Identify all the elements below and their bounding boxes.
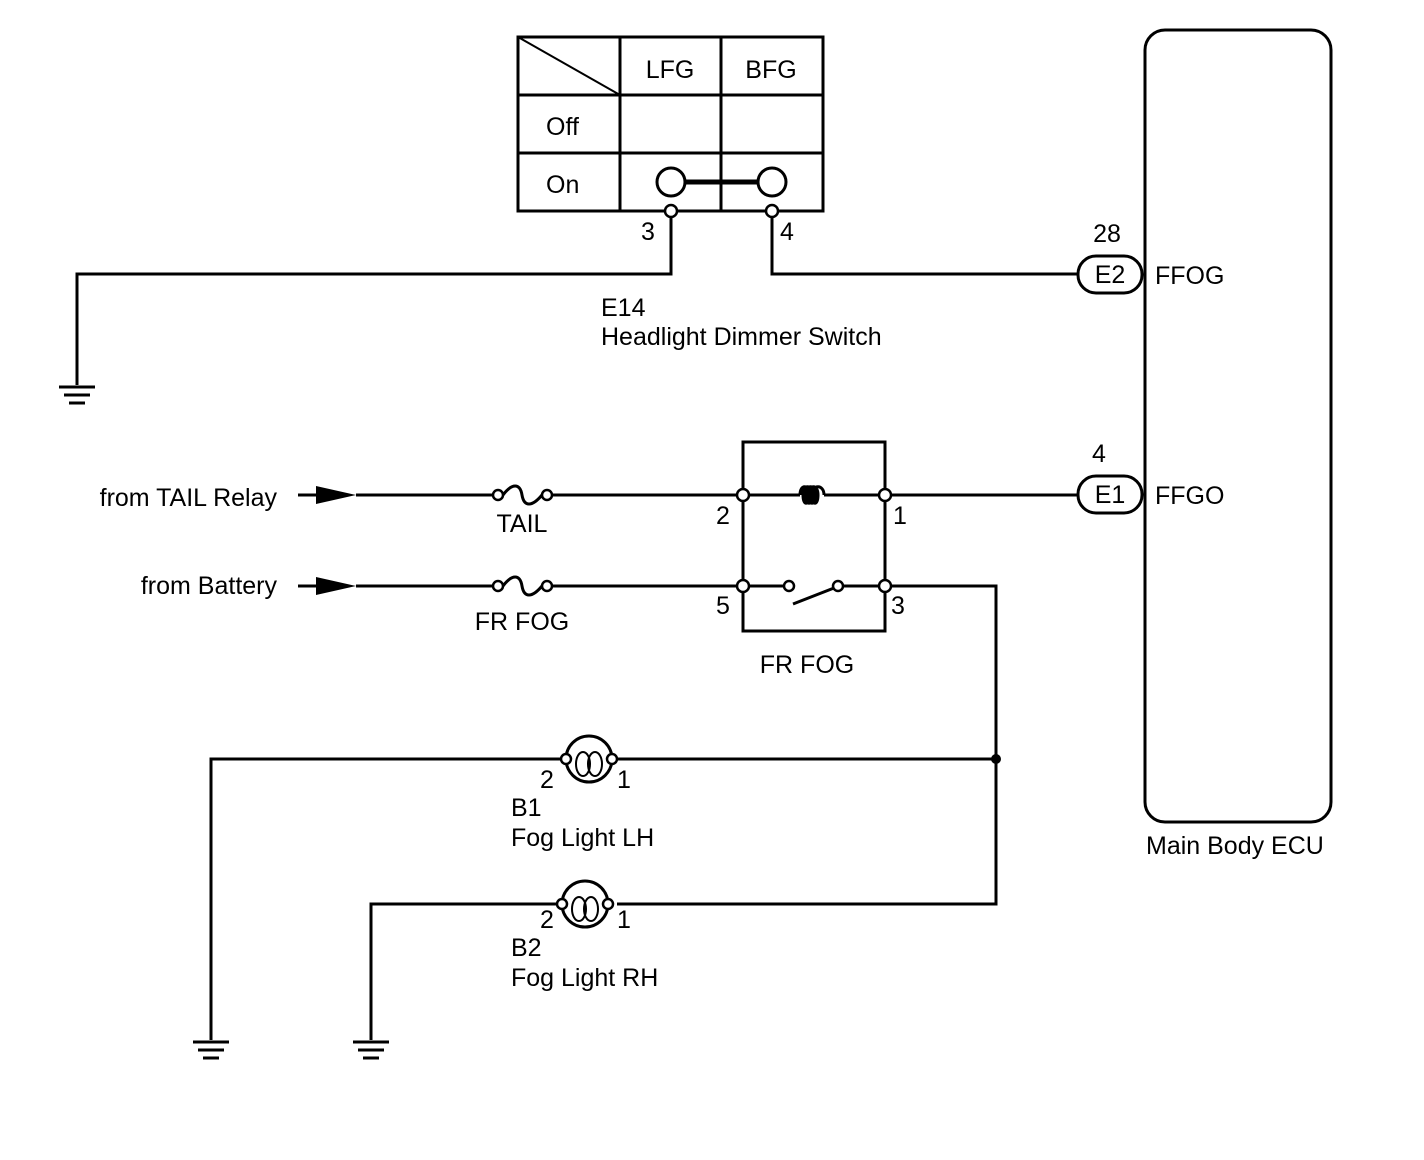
- fog-light-lh-bulb-icon: [559, 734, 619, 784]
- wire-fog-lh-ground: [209, 757, 561, 1040]
- signal-ffog-label: FFOG: [1155, 262, 1224, 290]
- ground-icon: [193, 1040, 229, 1060]
- relay-contact-icon: [749, 579, 879, 606]
- frfog-fuse-icon: [491, 575, 554, 597]
- dimmer-switch-code: E14: [601, 294, 646, 322]
- wire-relay-output: [617, 584, 998, 906]
- col-lfg-label: LFG: [646, 56, 695, 84]
- main-body-ecu-box: [1143, 28, 1333, 824]
- relay-pin-1-label: 1: [893, 502, 907, 530]
- fog-rh-pin-1-label: 1: [617, 906, 631, 934]
- relay-pin-2-terminal: [735, 487, 751, 503]
- table-diagonal: [517, 36, 621, 96]
- ground-icon: [353, 1040, 389, 1060]
- switch-pin-4-label: 4: [780, 218, 794, 246]
- relay-pin-3-label: 3: [891, 592, 905, 620]
- fog-rh-name: Fog Light RH: [511, 964, 658, 992]
- row-on-label: On: [546, 171, 579, 199]
- junction-dot: [991, 754, 1001, 764]
- fog-lh-name: Fog Light LH: [511, 824, 654, 852]
- wire-fog-rh-ground: [369, 902, 557, 1040]
- fog-rh-pin-2-label: 2: [540, 906, 554, 934]
- relay-coil-icon: [749, 485, 879, 505]
- frfog-relay-box: [741, 440, 887, 633]
- fog-lh-pin-2-label: 2: [540, 766, 554, 794]
- ground-icon: [59, 385, 95, 405]
- relay-name: FR FOG: [760, 651, 854, 679]
- fog-light-rh-bulb-icon: [555, 879, 615, 929]
- relay-pin-5-label: 5: [716, 592, 730, 620]
- switch-pin-3-label: 3: [641, 218, 655, 246]
- connector-e1-label: E1: [1095, 481, 1126, 509]
- ecu-name: Main Body ECU: [1146, 832, 1324, 860]
- arrow-battery-icon: [298, 577, 356, 595]
- fog-rh-code: B2: [511, 934, 542, 962]
- connector-e2-label: E2: [1095, 261, 1126, 289]
- relay-pin-5-terminal: [735, 578, 751, 594]
- signal-ffgo-label: FFGO: [1155, 482, 1224, 510]
- dimmer-switch-table: LFG BFG Off On: [516, 35, 825, 213]
- ecu-e2-pin-number: 28: [1093, 220, 1121, 248]
- tail-fuse-label: TAIL: [497, 510, 548, 538]
- relay-pin-3-terminal: [877, 578, 893, 594]
- col-bfg-label: BFG: [745, 56, 796, 84]
- switch-continuity-icon: [655, 166, 788, 198]
- row-off-label: Off: [546, 113, 579, 141]
- connector-e2: [1076, 254, 1144, 295]
- wire-switch-to-ecu: [770, 217, 1078, 276]
- relay-pin-2-label: 2: [716, 502, 730, 530]
- relay-pin-1-terminal: [877, 487, 893, 503]
- input-tail-relay-label: from TAIL Relay: [100, 484, 278, 512]
- wire-switch-ground: [75, 217, 673, 385]
- input-battery-label: from Battery: [141, 572, 278, 600]
- frfog-fuse-label: FR FOG: [475, 608, 569, 636]
- switch-pin-3-terminal: [663, 203, 679, 219]
- fog-lh-code: B1: [511, 794, 542, 822]
- tail-fuse-icon: [491, 484, 554, 506]
- switch-pin-4-terminal: [764, 203, 780, 219]
- fog-lh-pin-1-label: 1: [617, 766, 631, 794]
- dimmer-switch-name: Headlight Dimmer Switch: [601, 323, 882, 351]
- arrow-tail-icon: [298, 486, 356, 504]
- ecu-e1-pin-number: 4: [1092, 440, 1106, 468]
